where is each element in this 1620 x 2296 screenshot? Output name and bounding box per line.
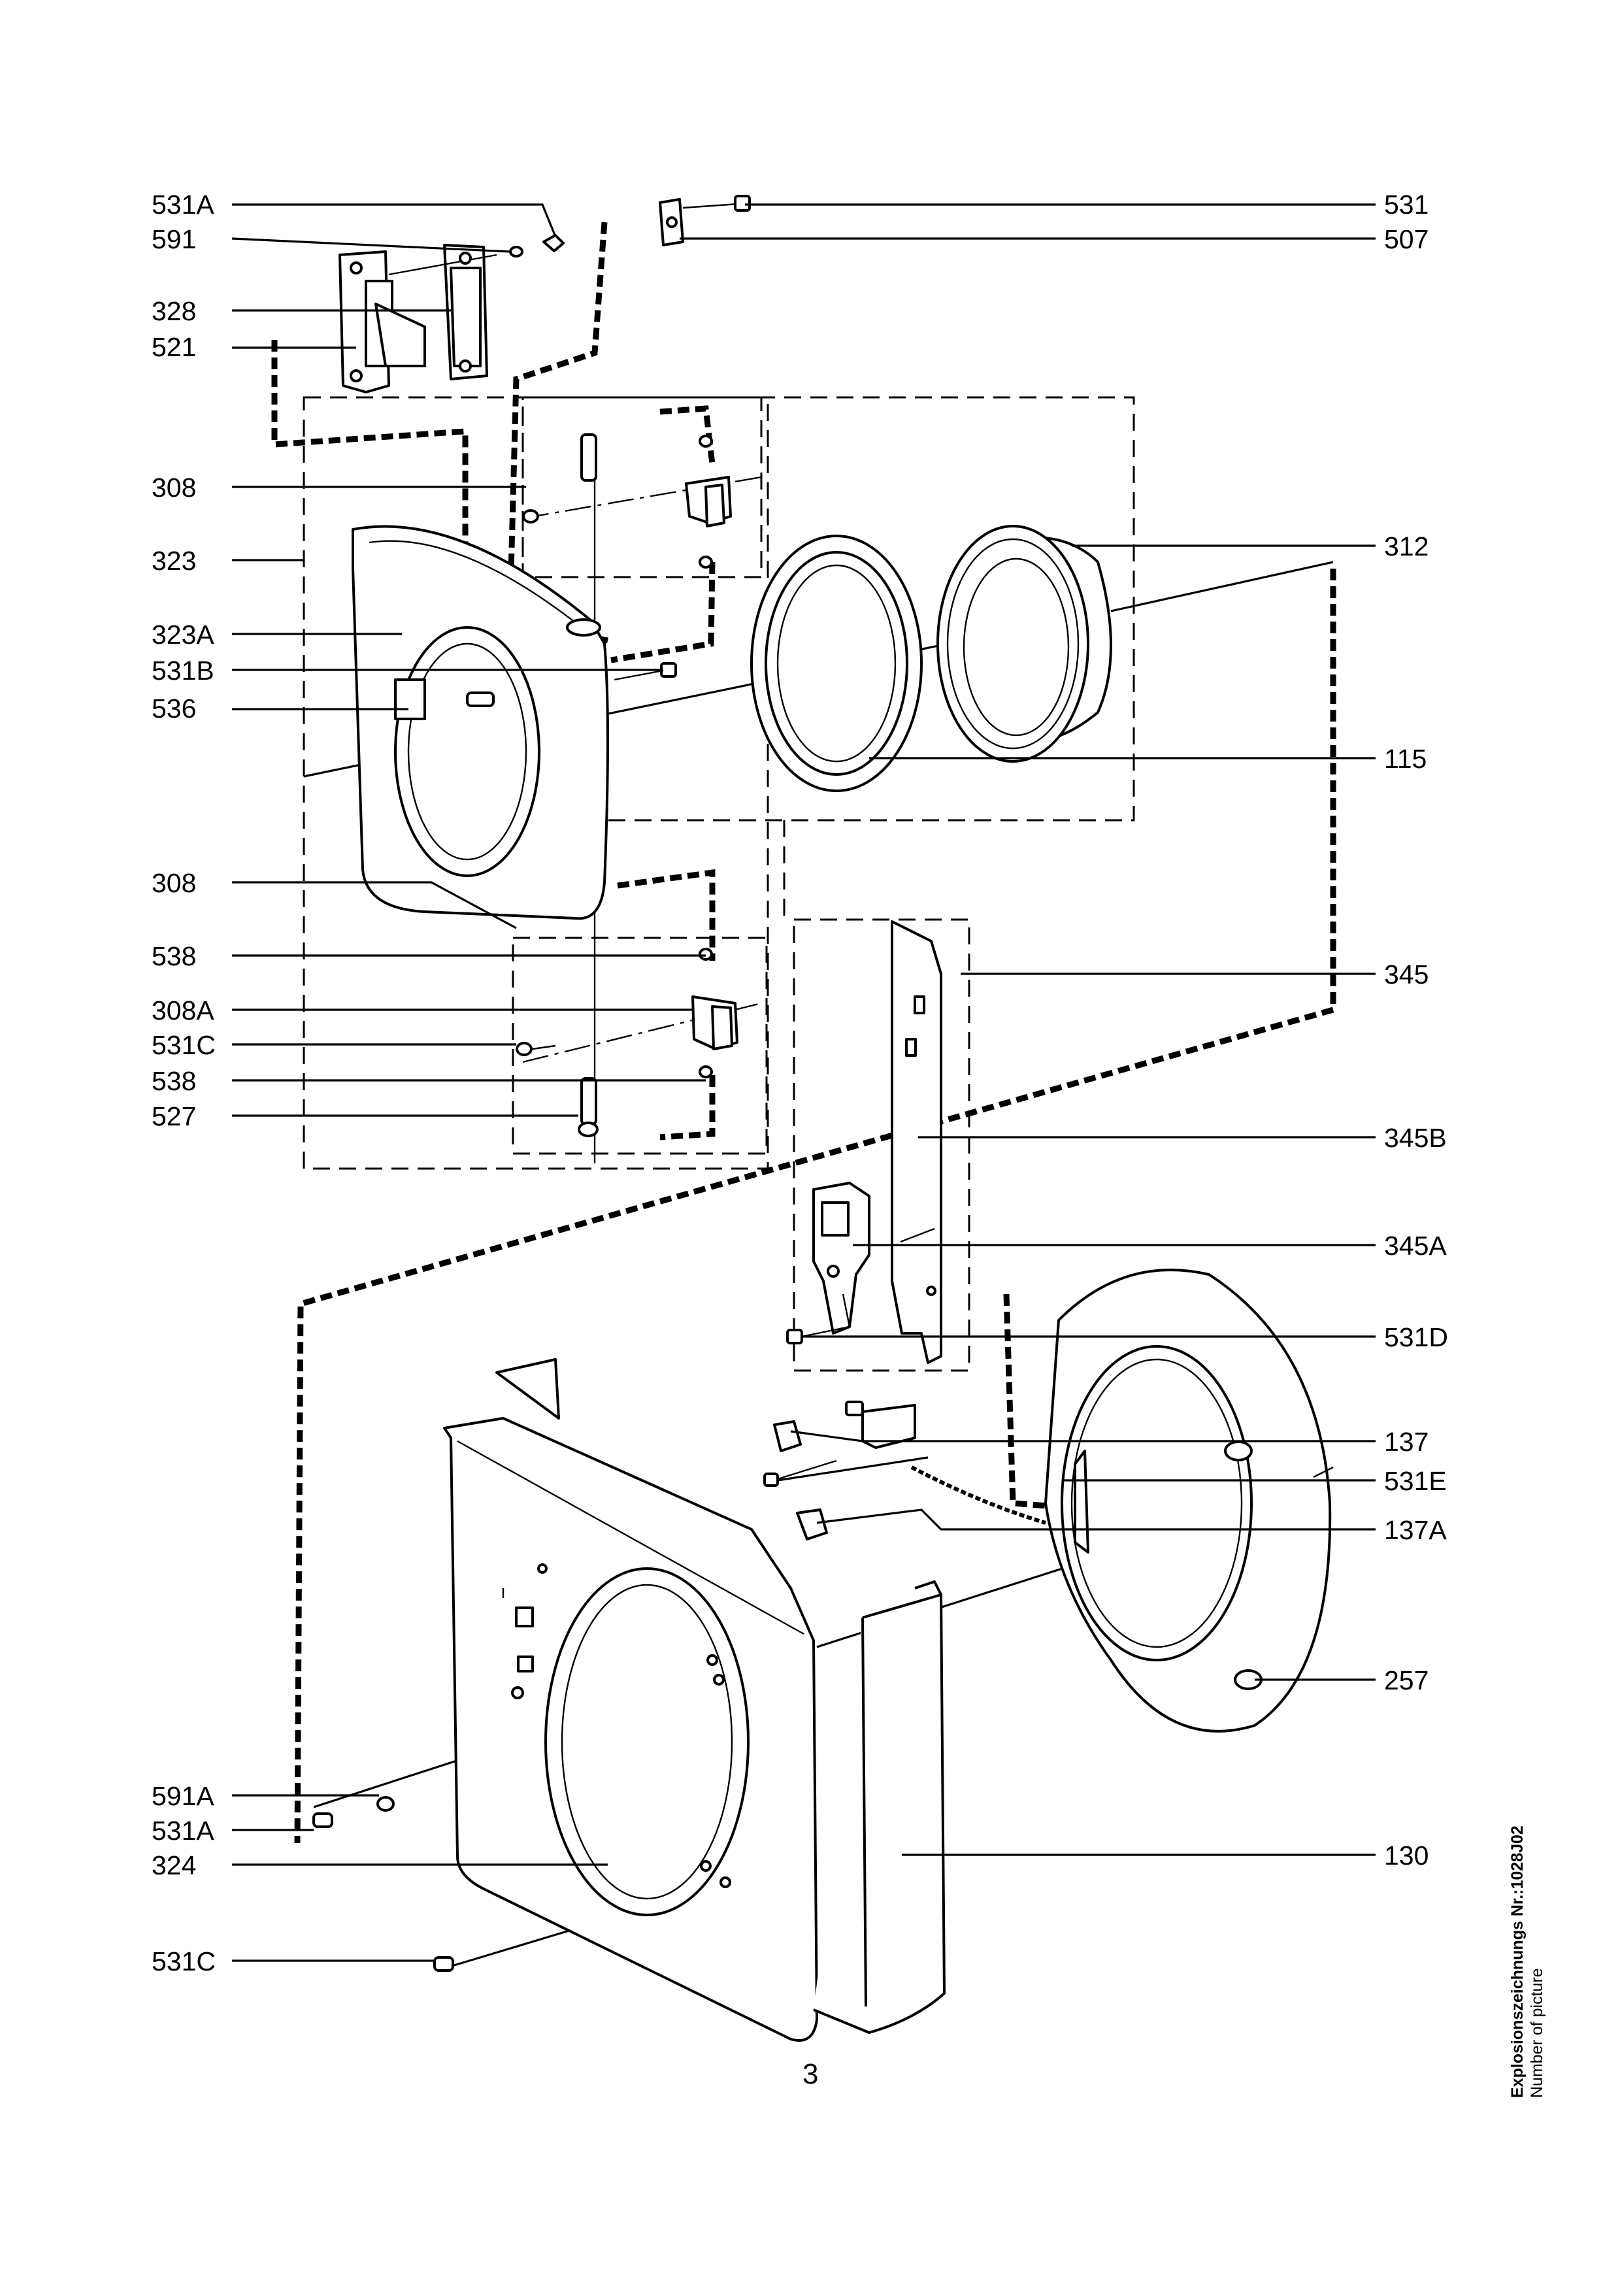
label-312: 312 [1384, 531, 1429, 561]
washer-591A [376, 1796, 395, 1812]
label-345: 345 [1384, 959, 1429, 990]
door-axis-extension [1110, 561, 1334, 612]
door-hinge-part [339, 244, 497, 393]
lock-bracket-group-box [793, 918, 970, 1372]
label-345A: 345A [1384, 1231, 1447, 1261]
label-308-top: 308 [152, 473, 196, 503]
upper-hinge-path-b [610, 561, 716, 663]
label-257: 257 [1384, 1665, 1429, 1695]
upper-hinge-path-a [659, 405, 716, 465]
lock-bracket-345 [891, 920, 942, 1364]
lower-hinge-pin-axis [522, 1002, 762, 1063]
label-591A: 591A [152, 1781, 214, 1811]
screw-531D [786, 1325, 850, 1344]
screw-531C-bottom [433, 1956, 454, 1972]
label-538-b: 538 [152, 1066, 196, 1096]
door-switch-137 [773, 1401, 1046, 1540]
label-324: 324 [152, 1850, 196, 1880]
screw-531E [763, 1459, 837, 1487]
side-panel-130 [813, 1580, 946, 2034]
leader-lines-right [680, 203, 1376, 1856]
page-number: 3 [802, 2058, 818, 2090]
leader-lines-left [231, 203, 706, 1962]
screw-531 [682, 195, 751, 212]
label-531D: 531D [1384, 1322, 1448, 1352]
door-ring-257 [1044, 1269, 1334, 1733]
label-507: 507 [1384, 224, 1429, 254]
label-531E: 531E [1384, 1466, 1447, 1496]
seal-ring-115 [750, 535, 923, 792]
label-531A-top: 531A [152, 190, 214, 220]
label-591: 591 [152, 224, 196, 254]
label-137A: 137A [1384, 1515, 1447, 1545]
label-137: 137 [1384, 1427, 1429, 1457]
label-521: 521 [152, 332, 196, 362]
label-531: 531 [1384, 190, 1429, 220]
part-labels-left: 531A 591 328 521 308 323 323A 531B 536 3… [152, 190, 216, 1976]
label-323A: 323A [152, 620, 214, 650]
picture-number-caption: Explosionszeichnungs Nr.:1028J02 Number … [1508, 1825, 1546, 2098]
picture-number-subtitle: Number of picture [1528, 1968, 1546, 2098]
label-531B: 531B [152, 656, 214, 686]
label-308-bottom: 308 [152, 868, 196, 898]
outer-frame-path [294, 569, 1336, 1844]
screw-531A-bottom [312, 1812, 333, 1828]
label-531C-a: 531C [152, 1030, 216, 1060]
bracket-507 [659, 198, 684, 246]
label-308A: 308A [152, 995, 214, 1025]
lower-hinge-path-b [659, 1075, 716, 1140]
washer-591 [509, 246, 523, 258]
screw-531A-top [542, 234, 565, 252]
label-536: 536 [152, 693, 196, 724]
screw-531B [614, 662, 677, 681]
label-538-a: 538 [152, 941, 196, 971]
lock-to-ring-path [1003, 1293, 1056, 1510]
door-lock-345A [812, 1182, 870, 1335]
front-panel-group-box [303, 396, 769, 1170]
inner-ring-312 [936, 525, 1112, 763]
lower-hinge-path-a [617, 869, 716, 961]
lower-hinge-block [516, 948, 738, 1137]
label-531A-bottom: 531A [152, 1816, 214, 1846]
label-527: 527 [152, 1101, 196, 1131]
part-labels-right: 531 507 312 115 345 345B 345A 531D 137 5… [1384, 190, 1448, 1871]
label-130: 130 [1384, 1840, 1429, 1871]
upper-hinge-block [522, 433, 732, 569]
outer-panel-324 [443, 1358, 818, 2042]
bracket-to-panel-path [506, 222, 608, 644]
upper-hinge-pin-axis [522, 476, 762, 520]
label-323: 323 [152, 546, 196, 576]
label-345B: 345B [1384, 1123, 1447, 1153]
front-panel-323 [352, 525, 609, 920]
picture-number-title: Explosionszeichnungs Nr.:1028J02 [1508, 1825, 1527, 2098]
label-328: 328 [152, 296, 196, 326]
label-115: 115 [1384, 744, 1427, 774]
label-531C-b: 531C [152, 1946, 216, 1976]
